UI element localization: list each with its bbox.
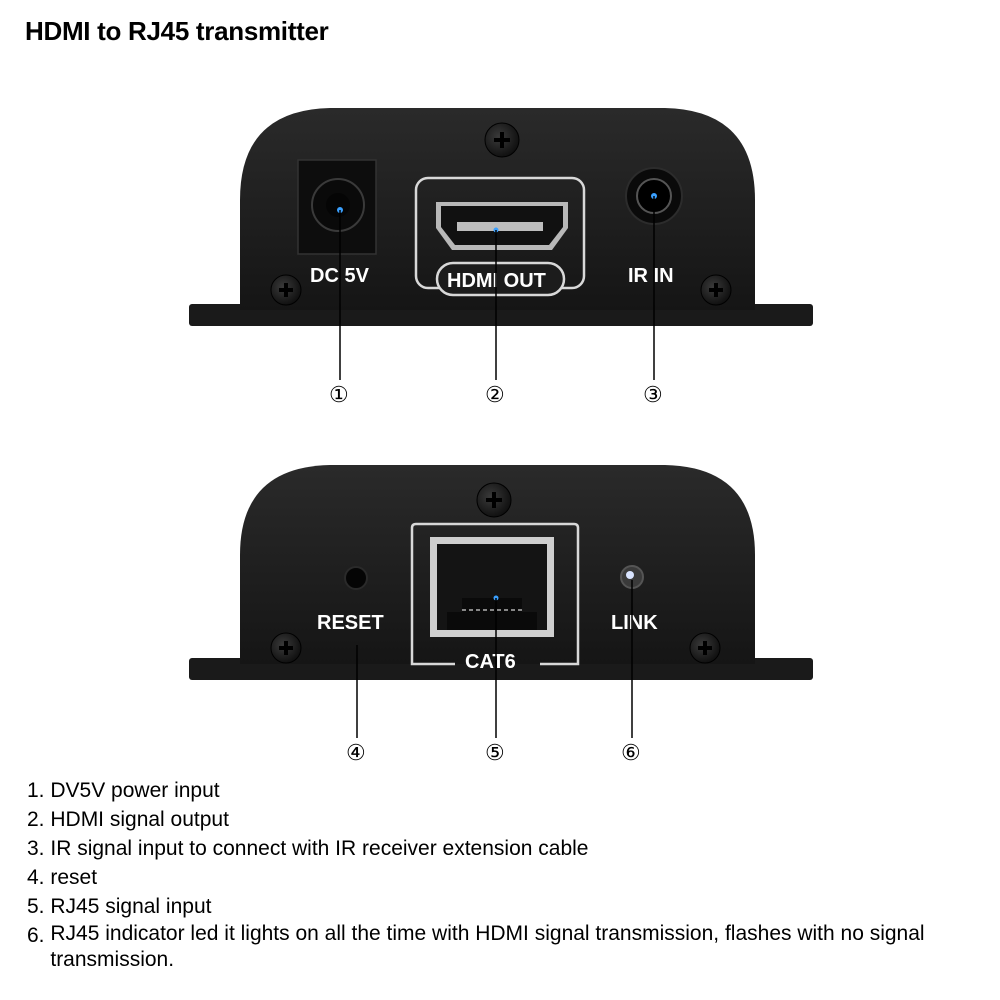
screw-icon <box>270 632 302 664</box>
screw-icon <box>700 274 732 306</box>
callout-3: ③ <box>643 383 663 408</box>
screw-icon <box>484 122 520 158</box>
callout-4: ④ <box>346 741 366 766</box>
reset-label: RESET <box>317 612 384 634</box>
reset-button <box>344 566 368 590</box>
callout-5: ⑤ <box>485 741 505 766</box>
screw-icon <box>689 632 721 664</box>
hdmi-port <box>414 176 586 297</box>
list-item: 4. reset <box>27 863 950 892</box>
diagram-title: HDMI to RJ45 transmitter <box>25 16 329 46</box>
list-item-number: 1. <box>27 779 45 802</box>
list-item: 3. IR signal input to connect with IR re… <box>27 834 950 863</box>
list-item-number: 2. <box>27 808 45 831</box>
link-label: LINK <box>611 612 658 634</box>
list-item-number: 6. <box>27 924 45 947</box>
list-item-number: 4. <box>27 866 45 889</box>
cat-label: CAT6 <box>465 651 516 673</box>
callout-1: ① <box>329 383 349 408</box>
list-item-text: RJ45 indicator led it lights on all the … <box>50 922 925 971</box>
callout-2: ② <box>485 383 505 408</box>
list-item: 1. DV5V power input <box>27 776 950 805</box>
screw-icon <box>270 274 302 306</box>
list-item: 6. RJ45 indicator led it lights on all t… <box>27 921 950 973</box>
link-led <box>620 565 644 589</box>
list-item-text: HDMI signal output <box>50 808 229 831</box>
list-item-number: 5. <box>27 895 45 918</box>
screw-icon <box>476 482 512 518</box>
ir-label: IR IN <box>628 265 674 287</box>
list-item-number: 3. <box>27 837 45 860</box>
notes-list: 1. DV5V power input 2. HDMI signal outpu… <box>27 776 950 973</box>
list-item-text: DV5V power input <box>50 779 220 802</box>
dc-power-jack <box>297 159 377 255</box>
device-diagram: DC 5V HDMI OUT IR IN ① ② ③ <box>189 108 813 766</box>
list-item: 2. HDMI signal output <box>27 805 950 834</box>
callout-6: ⑥ <box>621 741 641 766</box>
rj45-port <box>410 522 580 666</box>
list-item-text: reset <box>50 866 98 889</box>
list-item: 5. RJ45 signal input <box>27 892 950 921</box>
list-item-text: IR signal input to connect with IR recei… <box>50 837 589 860</box>
bottom-panel: RESET CAT6 LINK <box>189 465 813 680</box>
list-item-text: RJ45 signal input <box>50 895 212 918</box>
top-panel: DC 5V HDMI OUT IR IN <box>189 108 813 326</box>
